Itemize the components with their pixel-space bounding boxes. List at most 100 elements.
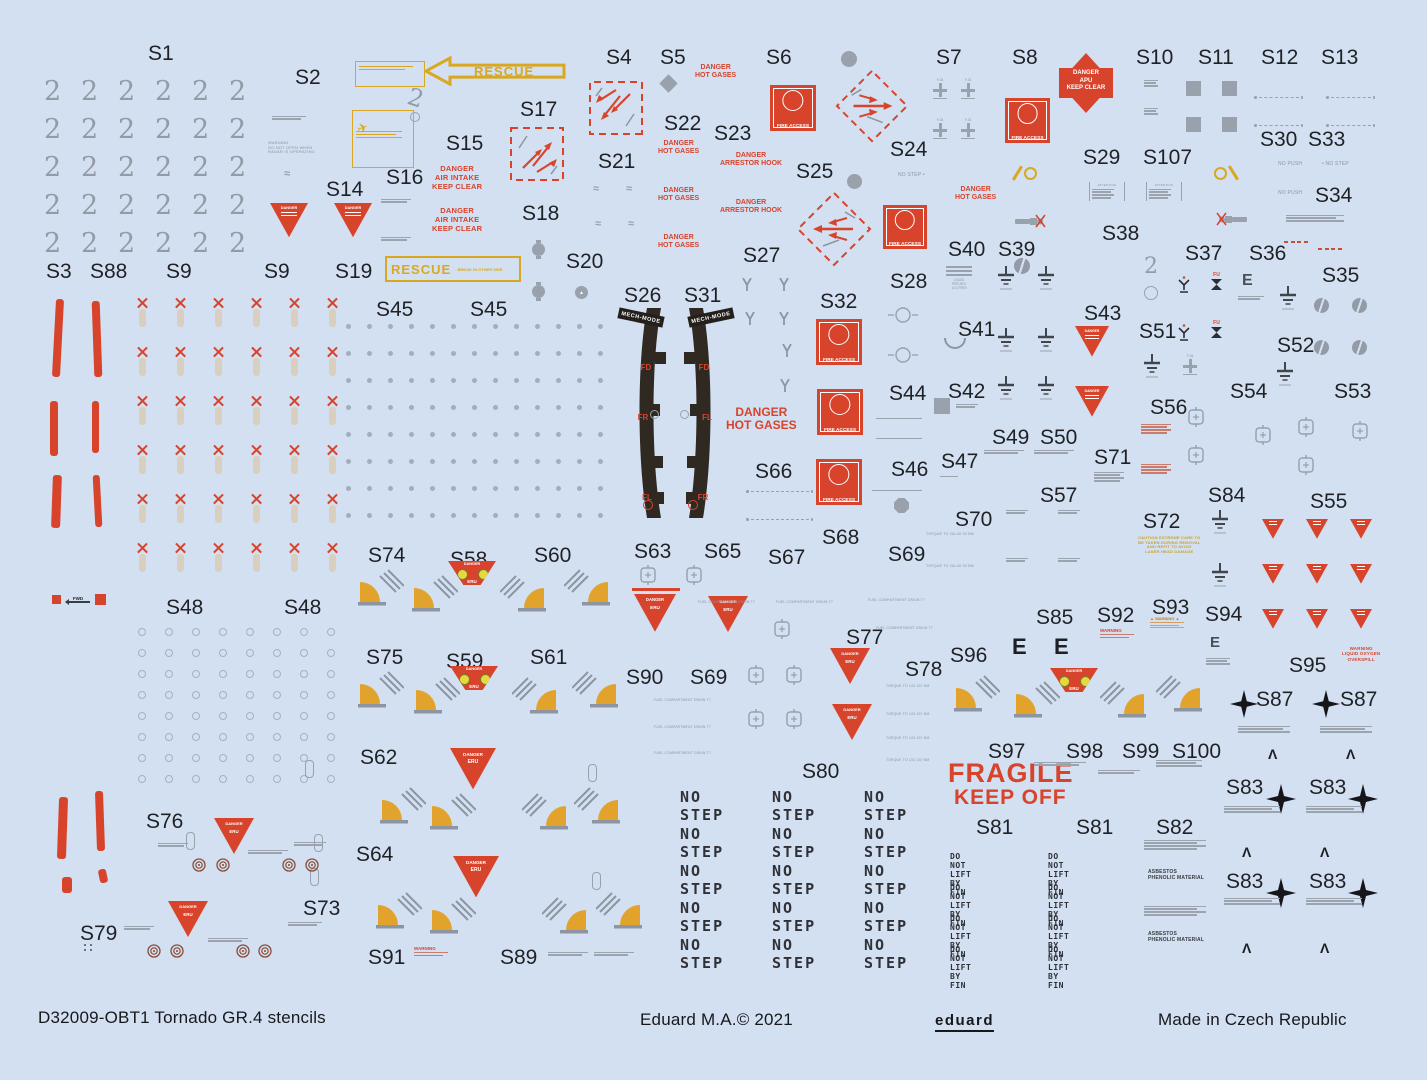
stencil-text: FUEL COMPARTMENT DRAIN T7: [654, 698, 711, 702]
decoration: [493, 405, 498, 410]
decoration: [1178, 324, 1190, 341]
arc-mark: [944, 338, 966, 349]
decoration: FIRE ACCESS: [1011, 135, 1044, 141]
decoration: [177, 554, 184, 572]
decoration: [1182, 324, 1186, 327]
micro-text-lines: [984, 448, 1024, 455]
decoration: [544, 142, 552, 150]
part-label: S54: [1230, 380, 1268, 403]
fire-circle-icon: [782, 90, 804, 112]
decoration: [1356, 611, 1366, 613]
part-label: S46: [891, 458, 929, 481]
decoration: [954, 708, 982, 712]
decoration: [358, 602, 386, 606]
decoration: [1356, 614, 1366, 616]
decoration: [273, 712, 281, 720]
danger-hot-gases-decal: DANGER HOT GASES: [955, 186, 996, 201]
decoration: [405, 892, 423, 910]
micro-text-lines: [1006, 556, 1028, 563]
decoration: [748, 709, 764, 729]
decoration: [690, 404, 701, 416]
decoration: [208, 937, 248, 939]
ring-mark: [650, 410, 659, 419]
decoration: [535, 378, 540, 383]
squiggle-mark: ≈: [593, 183, 600, 195]
decoration: [1312, 611, 1322, 613]
decoration: [139, 456, 146, 474]
decoration: [273, 649, 281, 657]
part-label: S14: [326, 178, 364, 201]
decoration: [601, 112, 609, 120]
stencil-text: DO NOT LIFT BY FIN: [1048, 914, 1070, 959]
decoration: [288, 864, 290, 866]
part-label: S62: [360, 746, 398, 769]
decoration: [835, 69, 909, 143]
micro-text-lines: [594, 950, 634, 957]
decoration: [1224, 805, 1280, 807]
decoration: [412, 575, 459, 612]
star-decal: [1312, 690, 1340, 723]
decoration: DANGER: [1084, 328, 1100, 333]
part-label: S82: [1156, 816, 1194, 839]
fuel-cross-decal: F-34: [930, 118, 950, 139]
bullseye-decal: [192, 858, 206, 877]
part-label: S36: [1249, 242, 1287, 265]
decoration: RESCUE: [474, 64, 534, 79]
decoration: [356, 131, 402, 133]
decoration: [522, 151, 540, 169]
decoration: [1337, 248, 1342, 250]
decoration: [514, 513, 519, 518]
decoration: [1312, 690, 1340, 718]
ejection-seat-decal: [573, 786, 624, 829]
decoration: [248, 849, 288, 851]
decoration: [253, 358, 260, 376]
decoration: [294, 841, 326, 843]
decoration: [579, 677, 597, 695]
decoration: [472, 432, 477, 437]
decoration: [750, 518, 809, 520]
liquid-placard: LIQUID PER APU 10 LITRES: [946, 264, 972, 290]
decoration: [215, 358, 222, 376]
decoration: [219, 712, 227, 720]
decoration: [1092, 188, 1114, 190]
decoration: [1092, 197, 1111, 199]
danger-hot-gases-decal: DANGER HOT GASES: [658, 140, 699, 155]
part-label: S12: [1261, 46, 1299, 69]
cross-icon: [933, 123, 947, 137]
decoration: [1141, 463, 1171, 465]
decoration: [158, 842, 188, 844]
red-strip-decal: [92, 401, 99, 453]
stencil-text: NO STEP: [680, 899, 725, 935]
earth-symbol-decal: [1036, 328, 1056, 359]
decoration: [1124, 694, 1144, 714]
decoration: [90, 948, 92, 951]
decoration: [956, 406, 975, 408]
micro-text-lines: [1034, 448, 1074, 455]
part-label: S42: [948, 380, 986, 403]
decoration: [1306, 808, 1355, 810]
decoration: [577, 324, 582, 329]
decoration: [430, 930, 458, 934]
decoration: [1306, 900, 1355, 902]
chevron-mark: [744, 311, 756, 330]
part-label: S30: [1260, 128, 1298, 151]
decoration: [139, 358, 146, 376]
ring-mark: [888, 306, 918, 329]
x-marker: [136, 297, 150, 331]
decoration: [1227, 165, 1239, 181]
decoration: [1224, 903, 1280, 905]
decoration: [329, 309, 336, 327]
decoration: DANGER: [225, 821, 243, 827]
decoration: FIRE ACCESS: [822, 357, 856, 363]
decoration: [1320, 728, 1365, 730]
glass-symbol-decal: [1178, 276, 1190, 299]
decoration: [1059, 676, 1070, 687]
decoration: [933, 98, 947, 99]
decoration: [998, 376, 1014, 400]
decoration: [1286, 214, 1344, 216]
decoration: FU: [1213, 320, 1220, 326]
decoration: 2: [44, 228, 62, 259]
decoration: [346, 324, 351, 329]
part-label: S84: [1208, 484, 1246, 507]
